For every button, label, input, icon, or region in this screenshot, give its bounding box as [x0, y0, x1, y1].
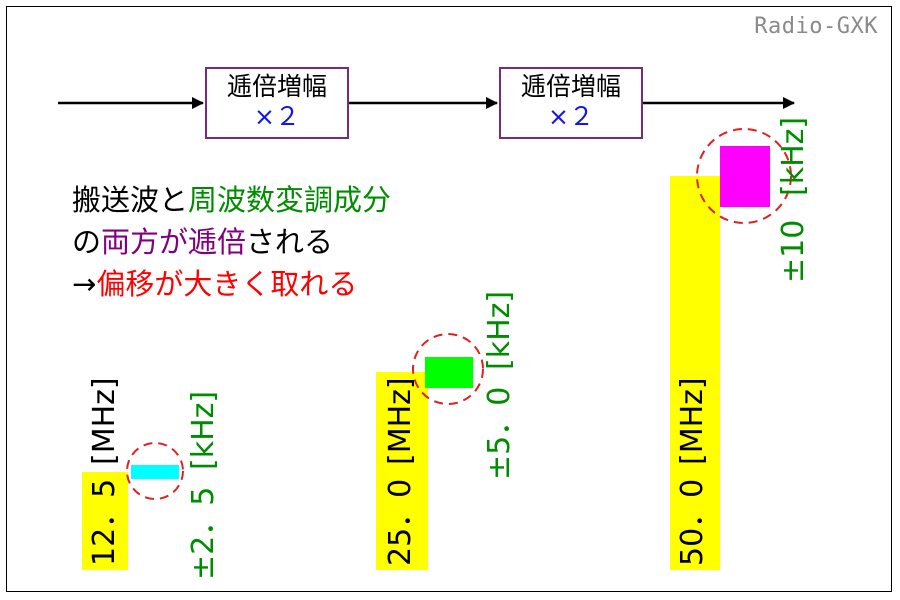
multiplier-factor: ×２ [254, 102, 300, 131]
carrier-unit-label: [MHz] [87, 377, 122, 465]
deviation-circle-stage-3 [696, 128, 792, 224]
message-text: 周波数変調成分 [188, 183, 392, 217]
multiplier-block-1: 逓倍増幅 ×２ [205, 67, 349, 139]
deviation-value-label: ±5．0 [482, 386, 517, 480]
message-text: → [72, 267, 97, 301]
message-line-3: →偏移が大きく取れる [72, 264, 357, 304]
carrier-frequency-label: 12．5 [87, 478, 122, 566]
carrier-bar-stage-2 [376, 372, 428, 570]
multiplier-block-2: 逓倍増幅 ×２ [499, 67, 643, 139]
deviation-unit-label: [kHz] [186, 390, 221, 470]
multiplier-factor: ×２ [548, 102, 594, 131]
message-text: 偏移が大きく取れる [96, 267, 358, 301]
carrier-frequency-label: 50．0 [675, 478, 710, 566]
deviation-value-label: ±10 [776, 219, 811, 283]
carrier-unit-label: [MHz] [675, 377, 710, 465]
modulation-bar-stage-2 [425, 357, 473, 388]
message-text: される [246, 225, 334, 259]
message-text: 両方が逓倍 [101, 225, 247, 259]
message-line-2: の両方が逓倍される [72, 222, 333, 262]
deviation-value-label: ±2．5 [186, 486, 221, 580]
modulation-bar-stage-3 [720, 146, 770, 207]
message-text: の [72, 225, 102, 259]
multiplier-title: 逓倍増幅 [520, 72, 621, 101]
deviation-circle-stage-2 [412, 333, 484, 405]
message-line-1: 搬送波と周波数変調成分 [72, 180, 391, 220]
carrier-frequency-label: 25．0 [383, 478, 418, 566]
multiplier-title: 逓倍増幅 [226, 72, 327, 101]
deviation-circle-stage-1 [126, 442, 184, 500]
deviation-unit-label: [kHz] [482, 290, 517, 370]
carrier-bar-stage-1 [82, 472, 128, 570]
carrier-bar-stage-3 [670, 176, 720, 570]
deviation-unit-label: [kHz] [776, 116, 811, 196]
modulation-bar-stage-1 [131, 465, 179, 479]
brand-label: Radio-GXK [754, 14, 878, 39]
message-text: 搬送波と [72, 183, 189, 217]
